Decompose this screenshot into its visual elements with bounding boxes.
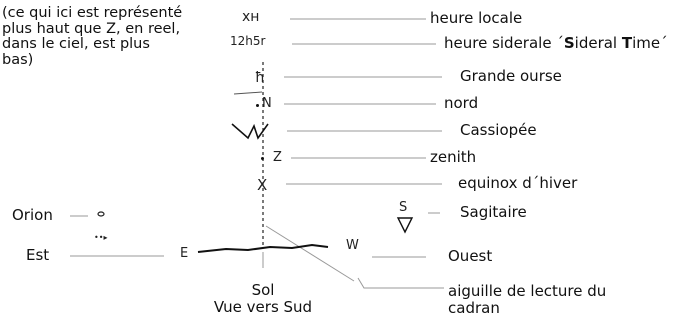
equinox-glyph: X	[257, 176, 268, 194]
label-orion: Orion	[12, 206, 53, 224]
zenith-glyph: Z	[273, 150, 282, 165]
label-est: Est	[26, 246, 50, 264]
cassiopee-sketch	[231, 123, 269, 140]
note-text: (ce qui ici est représenté plus haut que…	[2, 5, 183, 68]
nord-dot	[256, 104, 259, 107]
label-heure-siderale: heure siderale ´Sideral Time´	[444, 35, 668, 52]
orion-sketch	[97, 211, 105, 217]
label-heure-siderale-s: S	[563, 34, 575, 52]
nord-glyph: N	[262, 96, 272, 111]
est-mark-glyph: ••▸	[94, 233, 108, 242]
label-heure-siderale-pre: heure siderale ´	[444, 34, 564, 52]
local-time-glyph: xн	[242, 9, 260, 25]
reading-needle	[265, 225, 355, 282]
est-glyph: E	[180, 246, 189, 261]
sagitaire-s-glyph: S	[399, 200, 408, 215]
label-sagitaire: Sagitaire	[460, 203, 527, 221]
label-zenith: zenith	[430, 148, 477, 166]
label-ouest: Ouest	[448, 247, 493, 265]
label-heure-siderale-mid: ideral	[574, 34, 622, 52]
label-heure-siderale-t: T	[621, 34, 633, 52]
label-equinox: equinox d´hiver	[458, 174, 578, 192]
label-heure-locale: heure locale	[430, 9, 523, 27]
label-aiguille-line1: aiguille de lecture du	[448, 282, 607, 300]
ourse-glyph: ħ	[255, 70, 265, 86]
label-cassiopee: Cassiopée	[460, 121, 537, 139]
label-nord: nord	[444, 94, 479, 112]
sidereal-time-glyph: 12h5r	[230, 34, 266, 48]
ourse-tick	[233, 91, 263, 95]
sagitaire-sketch	[396, 217, 414, 234]
label-sol: Sol	[251, 281, 275, 299]
label-vue-vers-sud: Vue vers Sud	[213, 298, 313, 316]
leader-aiguille	[357, 277, 444, 289]
label-aiguille-line2: cadran	[448, 299, 500, 317]
zenith-dot	[261, 157, 264, 160]
ouest-glyph: W	[346, 238, 359, 253]
horizon-stroke	[197, 243, 329, 253]
label-grande-ourse: Grande ourse	[460, 67, 562, 85]
label-heure-siderale-post: ime´	[632, 34, 668, 52]
